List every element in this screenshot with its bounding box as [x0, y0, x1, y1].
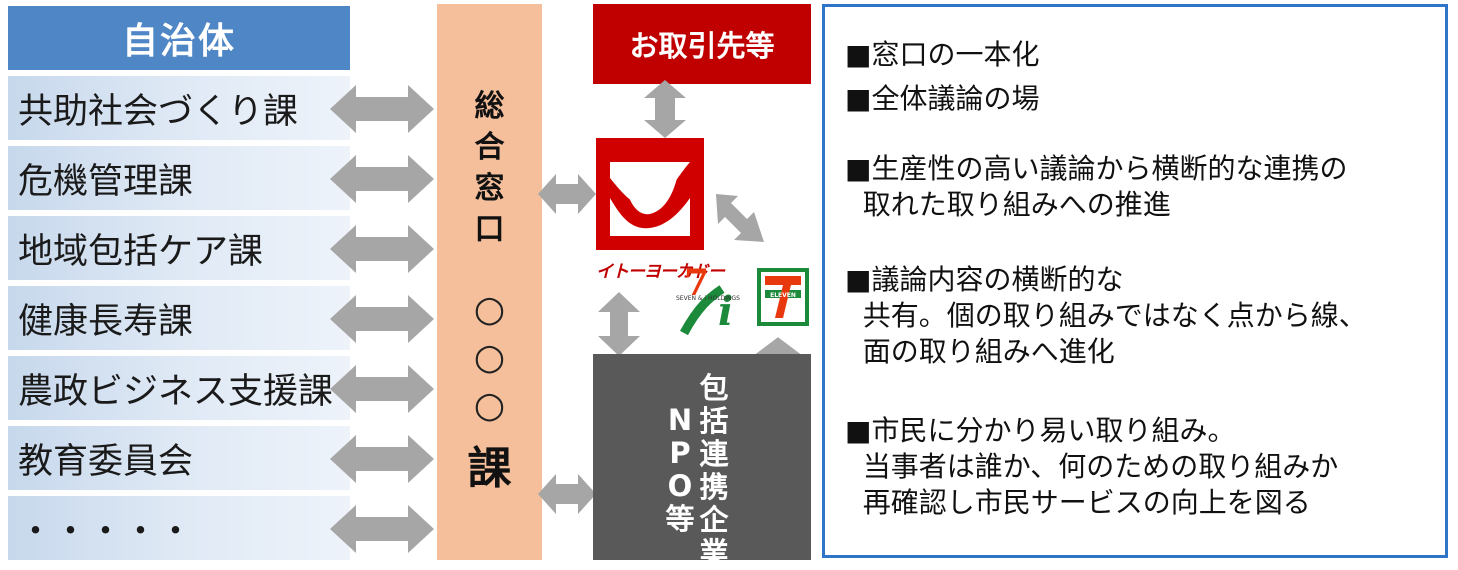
diagonal-double-arrow-icon — [714, 192, 766, 244]
note-item: ■全体議論の場 — [845, 82, 1040, 115]
ito-yokado-wordmark: イトーヨーカドー — [596, 262, 725, 282]
npo-char: 携 — [699, 470, 729, 504]
npo-char: 企 — [699, 503, 729, 537]
department-item: 農政ビジネス支援課 — [8, 356, 350, 420]
double-arrow-icon — [538, 470, 596, 518]
double-arrow-icon — [330, 504, 434, 554]
seven-i-caption: SEVEN & i HOLDINGS — [676, 295, 740, 302]
double-arrow-icon — [330, 224, 434, 274]
note-item: ■議論内容の横断的な 共有。個の取り組みではなく点から線、 面の取り組みへ進化 — [845, 263, 1367, 368]
npo-char: 包 — [699, 371, 729, 405]
seven-i-holdings-logo: 7 i SEVEN & i HOLDINGS — [676, 262, 754, 337]
general-window-column: 総 合 窓 口 ○ ○ ○ 課 — [437, 4, 542, 560]
department-item: 地域包括ケア課 — [8, 216, 350, 280]
window-circles: ○ ○ ○ — [473, 289, 506, 426]
svg-text:i: i — [718, 288, 733, 335]
double-arrow-icon — [330, 364, 434, 414]
npo-column-companies: 包 括 連 携 企 業 — [697, 372, 731, 570]
ito-yokado-logo: イトーヨーカドー — [596, 138, 725, 282]
municipality-header: 自治体 — [8, 6, 350, 70]
department-item: 教育委員会 — [8, 426, 350, 490]
department-item: 危機管理課 — [8, 146, 350, 210]
vertical-double-arrow-icon — [640, 80, 690, 138]
window-title: 総 合 窓 口 — [474, 89, 505, 247]
npo-column-npo: N P O 等 — [663, 404, 697, 536]
npo-char: 括 — [699, 404, 729, 438]
note-item: ■市民に分かり易い取り組み。 当事者は誰か、何のための取り組みか 再確認し市民サ… — [845, 414, 1339, 519]
npo-char: P — [669, 436, 691, 470]
double-arrow-icon — [330, 84, 434, 134]
notes-box: ■窓口の一本化 ■全体議論の場 ■生産性の高い議論から横断的な連携の 取れた取り… — [822, 4, 1448, 558]
window-suffix: 課 — [467, 443, 512, 494]
note-item: ■窓口の一本化 — [845, 38, 1040, 71]
department-item: 共助社会づくり課 — [8, 76, 350, 140]
npo-char: O — [667, 469, 693, 503]
department-item: ・・・・・ — [8, 496, 350, 560]
double-arrow-icon — [538, 170, 596, 218]
seven-eleven-logo: ELEVEN — [757, 268, 809, 326]
npo-char: 等 — [665, 502, 695, 536]
npo-partners-box: 包 括 連 携 企 業 N P O 等 — [593, 354, 811, 570]
double-arrow-icon — [330, 294, 434, 344]
npo-char: 業 — [699, 536, 729, 570]
npo-char: 連 — [699, 437, 729, 471]
seven-eleven-wordmark: ELEVEN — [770, 292, 796, 299]
note-item: ■生産性の高い議論から横断的な連携の 取れた取り組みへの推進 — [845, 152, 1348, 221]
npo-char: N — [667, 403, 693, 437]
double-arrow-icon — [330, 154, 434, 204]
department-item: 健康長寿課 — [8, 286, 350, 350]
double-arrow-icon — [330, 434, 434, 484]
partners-header: お取引先等 — [593, 4, 811, 84]
vertical-double-arrow-icon — [596, 292, 642, 356]
